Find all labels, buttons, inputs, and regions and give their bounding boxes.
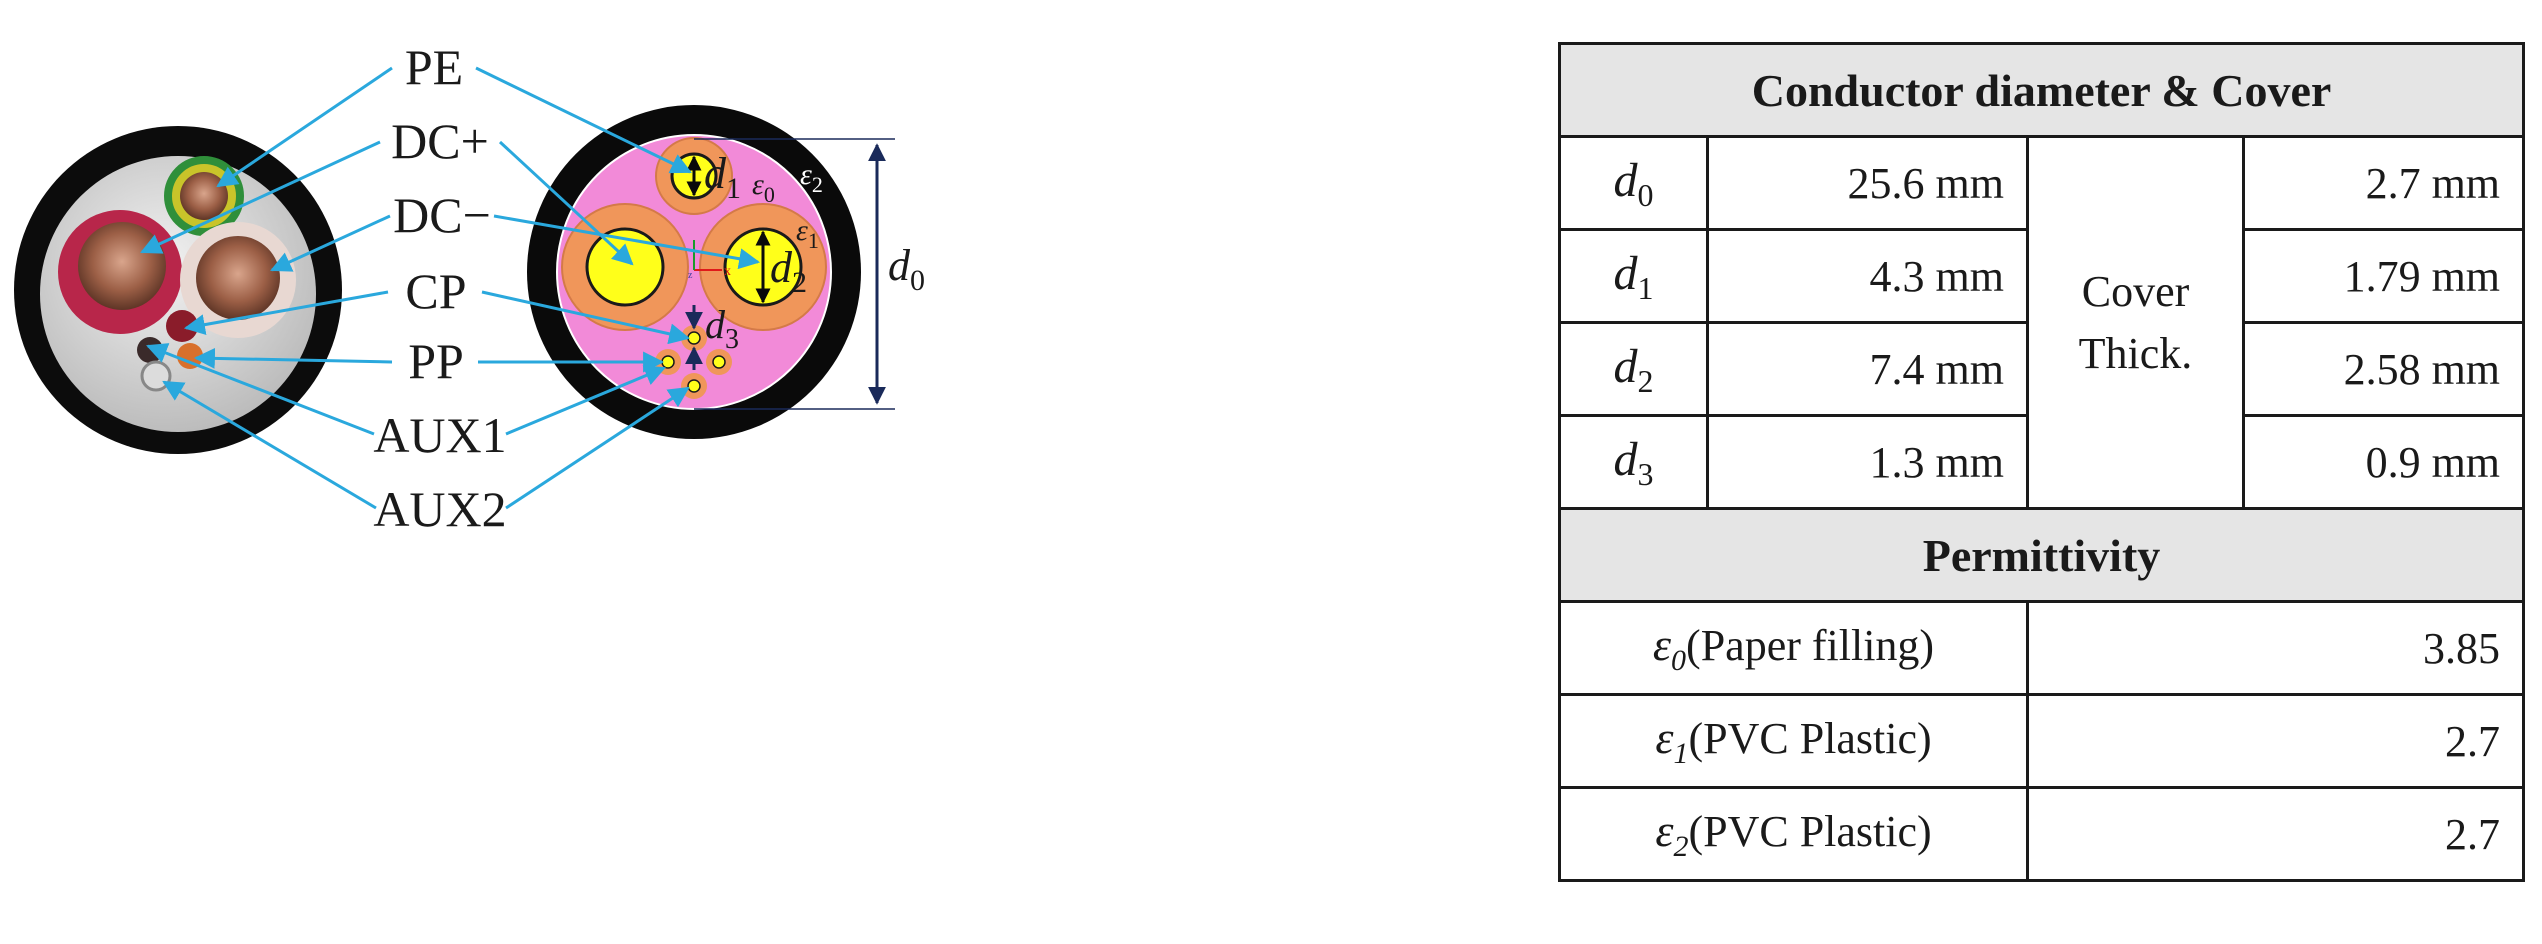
row-diameter: 4.3 mm	[1706, 228, 2029, 324]
leader-dcminus-photo	[270, 214, 391, 272]
perm-value: 2.7	[2025, 786, 2526, 882]
leader-aux2-model	[505, 386, 690, 510]
component-labels: PE DC+ DC− CP PP AUX1 AUX2	[373, 39, 506, 537]
row-symbol: d0	[1558, 135, 1709, 231]
row-cover: 2.58 mm	[2241, 321, 2526, 417]
row-diameter: 1.3 mm	[1706, 414, 2029, 510]
row-cover: 1.79 mm	[2241, 228, 2526, 324]
row-diameter: 25.6 mm	[1706, 135, 2029, 231]
cable-figure: x z d1 ε0 ε2 ε1 d2 d3 d0 PE DC+ DC−	[14, 39, 925, 537]
header-conductor-diameter: Conductor diameter & Cover	[1557, 42, 2526, 138]
model-pp-right-conductor	[712, 355, 726, 369]
model-aux-conductor	[687, 379, 701, 393]
table-row: ε1(PVC Plastic) 2.7	[1558, 693, 2526, 789]
axis-z-label: z	[688, 270, 693, 281]
perm-material: ε2(PVC Plastic)	[1558, 786, 2029, 882]
row-cover: 2.7 mm	[2241, 135, 2526, 231]
row-symbol: d2	[1558, 321, 1709, 417]
perm-value: 3.85	[2025, 600, 2526, 696]
table-row: d1 4.3 mm 1.79 mm	[1558, 228, 2526, 324]
label-dc-minus: DC−	[393, 187, 491, 243]
eps0-label: ε0	[752, 168, 775, 207]
photo-aux2-core	[140, 360, 172, 392]
row-cover: 0.9 mm	[2241, 414, 2526, 510]
cable-photo	[14, 126, 342, 454]
leader-pp-photo	[193, 347, 393, 369]
photo-dcplus-conductor	[78, 222, 166, 310]
table-row: d3 1.3 mm 0.9 mm	[1558, 414, 2526, 510]
row-symbol: d3	[1558, 414, 1709, 510]
leader-aux1-photo	[146, 343, 375, 436]
photo-dcminus-conductor	[196, 236, 280, 320]
leader-dcplus-photo	[140, 140, 381, 254]
table-row: ε2(PVC Plastic) 2.7	[1558, 786, 2526, 882]
label-dc-plus: DC+	[391, 113, 489, 169]
spec-table: Conductor diameter & Cover d0 25.6 mm Co…	[1557, 42, 2526, 882]
d2-label: d2	[770, 243, 807, 299]
label-pp: PP	[408, 333, 464, 389]
table-header-row: Permittivity	[1557, 507, 2526, 603]
d3-label: d3	[705, 302, 739, 355]
leader-aux2-photo	[162, 380, 377, 510]
perm-material: ε1(PVC Plastic)	[1558, 693, 2029, 789]
axis-x-label: x	[724, 264, 731, 279]
leader-dcminus-model	[493, 214, 761, 270]
model-dcplus-conductor	[585, 227, 665, 307]
eps2-label: ε2	[800, 158, 823, 197]
row-symbol: d1	[1558, 228, 1709, 324]
perm-value: 2.7	[2025, 693, 2526, 789]
row-diameter: 7.4 mm	[1706, 321, 2029, 417]
table-row: d2 7.4 mm 2.58 mm	[1558, 321, 2526, 417]
header-permittivity: Permittivity	[1557, 507, 2526, 603]
eps1-label: ε1	[796, 214, 819, 253]
cable-model: x z d1 ε0 ε2 ε1 d2 d3 d0	[527, 105, 925, 439]
table-header-row: Conductor diameter & Cover	[1557, 42, 2526, 138]
leader-dcplus-model	[498, 140, 634, 266]
perm-material: ε0(Paper filling)	[1558, 600, 2029, 696]
label-pe: PE	[405, 39, 463, 95]
label-aux2: AUX2	[373, 481, 506, 537]
leader-pe-photo	[216, 66, 393, 188]
d1-label: d1	[704, 149, 741, 205]
leader-cp-photo	[183, 290, 389, 336]
leader-lines	[140, 66, 761, 510]
model-pp-left-conductor	[661, 355, 675, 369]
leader-cp-model	[481, 290, 691, 345]
model-cp-conductor	[687, 331, 701, 345]
table-row: ε0(Paper filling) 3.85	[1558, 600, 2526, 696]
leader-pe-model	[475, 66, 692, 174]
leader-aux1-model	[505, 365, 666, 436]
label-cp: CP	[405, 263, 466, 319]
d0-label: d0	[888, 241, 925, 297]
photo-pe-conductor	[180, 172, 228, 220]
label-aux1: AUX1	[373, 407, 506, 463]
